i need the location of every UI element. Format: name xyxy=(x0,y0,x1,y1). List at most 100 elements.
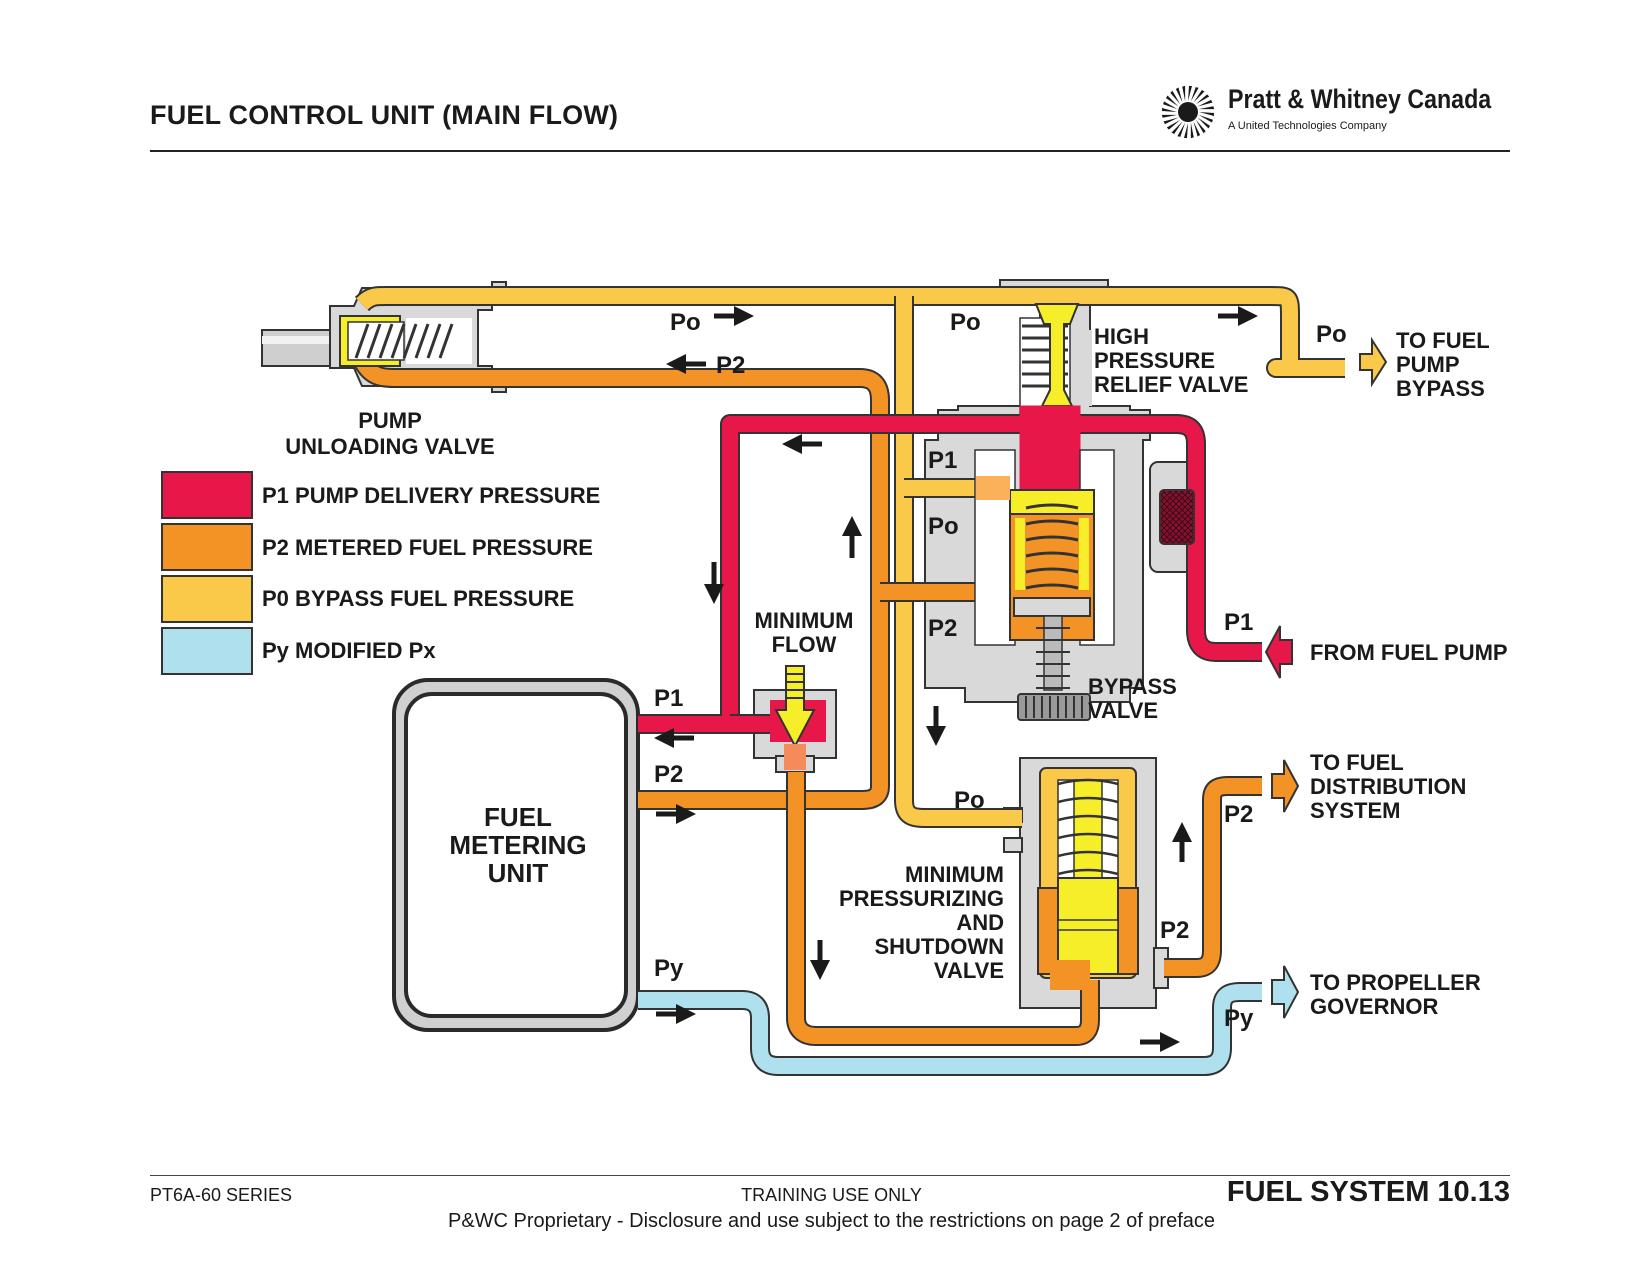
svg-text:Po: Po xyxy=(950,309,981,336)
logo-blade xyxy=(1190,122,1194,139)
svg-text:UNLOADING VALVE: UNLOADING VALVE xyxy=(285,434,494,459)
logo-blade xyxy=(1195,94,1210,105)
svg-text:TO PROPELLER: TO PROPELLER xyxy=(1310,970,1481,995)
logo-blade xyxy=(1163,117,1179,125)
p1-p0-restriction xyxy=(976,476,1010,500)
svg-text:SHUTDOWN: SHUTDOWN xyxy=(874,934,1004,959)
logo-blade xyxy=(1165,95,1179,107)
svg-text:SYSTEM: SYSTEM xyxy=(1310,798,1400,823)
logo-blade xyxy=(1175,87,1183,103)
svg-text:AND: AND xyxy=(956,910,1004,935)
legend-swatch-py xyxy=(161,627,253,675)
legend: P1 PUMP DELIVERY PRESSURE P2 METERED FUE… xyxy=(161,471,600,675)
svg-text:TO FUEL: TO FUEL xyxy=(1310,750,1404,775)
svg-text:P2: P2 xyxy=(716,352,745,379)
minimum-flow-label: MINIMUM FLOW xyxy=(755,608,854,657)
logo-blade xyxy=(1197,99,1213,107)
footer-page-ref: FUEL SYSTEM 10.13 xyxy=(1226,1176,1510,1208)
logo-blade xyxy=(1198,106,1215,110)
fuel-filter-element xyxy=(1159,489,1195,545)
logo-blade xyxy=(1166,119,1181,130)
logo-blade xyxy=(1162,108,1177,112)
legend-swatch-p0 xyxy=(161,575,253,623)
bypass-valve-body xyxy=(974,449,1115,721)
svg-text:Py: Py xyxy=(1224,1005,1254,1032)
pwc-logo-icon xyxy=(1161,85,1215,139)
relief-p1-chamber xyxy=(1019,405,1081,491)
from-fuel-pump-arrow xyxy=(1264,625,1293,679)
svg-text:Po: Po xyxy=(670,309,701,336)
logo-blade xyxy=(1198,114,1213,123)
svg-text:P1: P1 xyxy=(654,685,683,712)
logo-blade xyxy=(1177,122,1186,137)
svg-text:BYPASS: BYPASS xyxy=(1396,376,1485,401)
to-fuel-pump-bypass-label: TO FUEL PUMP BYPASS xyxy=(1396,328,1490,401)
logo-blade xyxy=(1190,87,1199,102)
legend-label-p1: P1 PUMP DELIVERY PRESSURE xyxy=(262,483,600,508)
svg-text:P1: P1 xyxy=(1224,609,1253,636)
legend-swatch-p2 xyxy=(161,523,253,571)
legend-label-p0: P0 BYPASS FUEL PRESSURE xyxy=(262,586,574,611)
brand-subtitle: A United Technologies Company xyxy=(1228,120,1387,132)
svg-text:FLOW: FLOW xyxy=(772,632,837,657)
fuel-metering-unit-label: FUEL METERING UNIT xyxy=(449,802,586,888)
svg-text:Po: Po xyxy=(954,787,985,814)
svg-text:TO FUEL: TO FUEL xyxy=(1396,328,1490,353)
py-lines xyxy=(638,982,1262,1076)
svg-text:PUMP: PUMP xyxy=(1396,352,1460,377)
header-divider xyxy=(150,150,1510,152)
logo-blade xyxy=(1197,117,1211,129)
min-pressurizing-valve-internals xyxy=(1037,767,1139,990)
svg-text:P2: P2 xyxy=(928,615,957,642)
svg-text:Po: Po xyxy=(1316,321,1347,348)
svg-text:BYPASS: BYPASS xyxy=(1088,674,1177,699)
logo-blade xyxy=(1193,89,1205,103)
to-fuel-pump-bypass-arrow xyxy=(1359,336,1388,388)
svg-text:Py: Py xyxy=(654,955,684,982)
page-title: FUEL CONTROL UNIT (MAIN FLOW) xyxy=(150,100,619,130)
logo-blade xyxy=(1163,101,1178,110)
pump-unloading-piston xyxy=(339,315,472,367)
svg-text:P2: P2 xyxy=(654,761,683,788)
high-pressure-relief-poppet xyxy=(1019,303,1080,415)
svg-text:FUEL: FUEL xyxy=(484,802,552,832)
to-propeller-governor-arrow xyxy=(1271,965,1300,1019)
footer-proprietary-notice: P&WC Proprietary - Disclosure and use su… xyxy=(447,1210,1216,1232)
svg-text:METERING: METERING xyxy=(449,830,586,860)
logo-blade xyxy=(1182,85,1186,102)
footer-series: PT6A-60 SERIES xyxy=(150,1185,293,1205)
svg-text:GOVERNOR: GOVERNOR xyxy=(1310,994,1438,1019)
p2-metered-lines xyxy=(353,355,1262,1046)
p1-delivery-lines xyxy=(638,414,1262,734)
svg-text:DISTRIBUTION: DISTRIBUTION xyxy=(1310,774,1466,799)
logo-blade xyxy=(1199,112,1214,116)
logo-blade xyxy=(1188,86,1192,101)
svg-text:RELIEF VALVE: RELIEF VALVE xyxy=(1094,372,1248,397)
flow-arrows xyxy=(654,306,1258,1052)
legend-label-p2: P2 METERED FUEL PRESSURE xyxy=(262,535,593,560)
pressure-labels: Po P2 Po Po P1 Po P2 P1 P1 P2 Po P2 P2 P… xyxy=(654,309,1347,1032)
logo-blade xyxy=(1195,119,1206,134)
svg-text:VALVE: VALVE xyxy=(1088,698,1158,723)
logo-blade xyxy=(1193,121,1201,137)
svg-text:P2: P2 xyxy=(1224,801,1253,828)
svg-text:P2: P2 xyxy=(1160,917,1189,944)
legend-swatch-p1 xyxy=(161,471,253,519)
svg-text:VALVE: VALVE xyxy=(934,958,1004,983)
footer-divider xyxy=(150,1175,1510,1176)
svg-text:PUMP: PUMP xyxy=(358,408,422,433)
logo-blade xyxy=(1170,90,1181,105)
p0-bypass-lines xyxy=(354,286,1345,828)
logo-blade xyxy=(1161,114,1178,118)
svg-text:PRESSURIZING: PRESSURIZING xyxy=(839,886,1004,911)
legend-label-py: Py MODIFIED Px xyxy=(262,638,436,663)
pump-unloading-valve-label: PUMP UNLOADING VALVE xyxy=(285,408,494,459)
logo-blade xyxy=(1171,121,1183,135)
to-propeller-governor-label: TO PROPELLER GOVERNOR xyxy=(1310,970,1481,1019)
svg-text:P1: P1 xyxy=(928,447,957,474)
from-fuel-pump-label: FROM FUEL PUMP xyxy=(1310,640,1508,665)
high-pressure-relief-valve-label: HIGH PRESSURE RELIEF VALVE xyxy=(1094,324,1248,397)
bypass-valve-label: BYPASS VALVE xyxy=(1088,674,1177,723)
svg-text:MINIMUM: MINIMUM xyxy=(755,608,854,633)
